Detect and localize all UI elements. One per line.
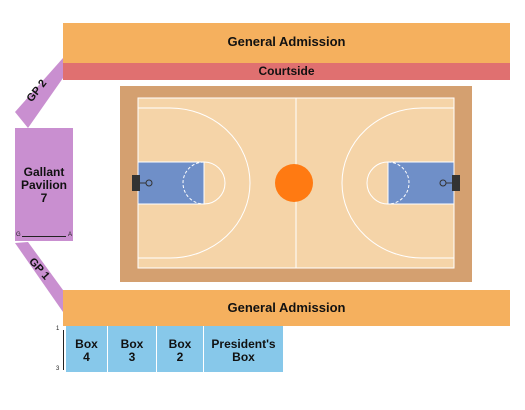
section-gp1[interactable] xyxy=(0,230,80,320)
section-gp2[interactable] xyxy=(0,0,80,140)
section-label: Gallant Pavilion 7 xyxy=(20,165,67,206)
section-courtside[interactable]: Courtside xyxy=(63,63,510,80)
section-label: Courtside xyxy=(258,64,315,78)
basketball-court xyxy=(120,86,472,282)
box-row-bottom-label: 3 xyxy=(56,366,60,372)
section-label: General Admission xyxy=(227,300,346,315)
row-arrow xyxy=(22,236,66,237)
section-general-admission-bottom[interactable]: General Admission xyxy=(63,290,510,326)
row-end-label: A xyxy=(68,232,73,238)
section-general-admission-top[interactable]: General Admission xyxy=(63,23,510,63)
section-label: General Admission xyxy=(227,34,346,49)
center-circle xyxy=(275,164,313,202)
box-row-top-label: 1 xyxy=(56,326,60,332)
row-start-label: G xyxy=(16,232,21,238)
box-row-line xyxy=(63,330,64,370)
section-gallant-pavilion-7[interactable]: Gallant Pavilion 7 G A xyxy=(15,128,73,241)
